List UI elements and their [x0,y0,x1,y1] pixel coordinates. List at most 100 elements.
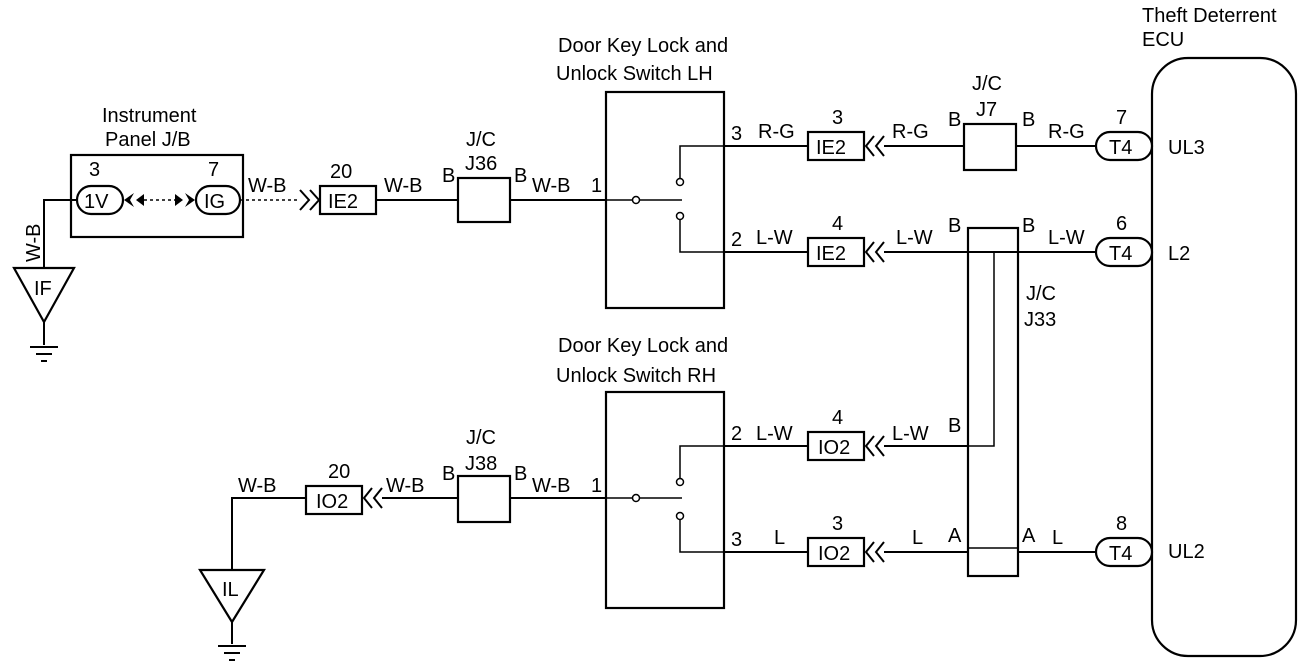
ecu-pin-l2: L2 [1168,243,1190,265]
pin-ig-number: 7 [208,159,219,181]
switch-rh-contact [675,477,685,487]
jc-j7-label-line2: J7 [976,99,997,121]
jc-j7-pin-right: B [1022,109,1035,131]
connector-name: IO2 [818,437,850,459]
ground-il: IL [198,568,266,661]
switch-lh-contact [675,177,685,187]
ecu-pin-ul2: UL2 [1168,541,1205,563]
jc-j7: J/C J7 B B [948,73,1035,172]
switch-rh-title-line1: Door Key Lock and [558,335,728,357]
chevron-right-icon [185,193,195,207]
wire-label-l-mid: L [912,527,923,549]
switch-lh-contact [675,211,685,221]
door-key-lock-switch-lh: Door Key Lock and Unlock Switch LH 3 2 1 [556,35,742,310]
chevron-right-icon [299,189,311,211]
connector-name: T4 [1109,137,1132,159]
connector-ie2-3: 3 IE2 [806,107,866,162]
switch-lh-title-line1: Door Key Lock and [558,35,728,57]
wire-label-wb-io2-out: W-B [386,475,425,497]
jc-j36-pin-right: B [514,165,527,187]
connector-number: 20 [328,461,350,483]
switch-rh-pivot [631,493,641,503]
jc-j33-pin-b: B [1022,215,1035,237]
connector-number: 8 [1116,513,1127,535]
wire-label-wb-ig-out: W-B [248,175,287,197]
chevron-left-icon [874,435,885,457]
instrument-panel-title-line2: Panel J/B [105,129,191,151]
connector-name: IO2 [316,491,348,513]
jc-j33-label-line2: J33 [1024,309,1056,331]
wire-label-wb-vertical: W-B [23,223,45,262]
wire-wb-vertical [43,199,77,268]
jc-j36-label-line2: J36 [465,153,497,175]
wire-label-rg-mid: R-G [892,121,929,143]
connector-number: 4 [832,213,843,235]
jc-j36: J/C J36 B B [442,129,527,224]
jc-j38-label-line1: J/C [466,427,496,449]
switch-lh-title-line2: Unlock Switch LH [556,63,713,85]
wire-label-rg-ecu: R-G [1048,121,1085,143]
wire-label-lw-rh-mid: L-W [892,423,929,445]
connector-t4-7: 7 T4 [1094,107,1154,162]
switch-rh-pin-1: 1 [591,475,602,497]
jc-j7-box [962,122,1018,172]
chevron-left-icon [136,194,144,206]
connector-number: 3 [832,107,843,129]
connector-io2-3: 3 IO2 [806,513,866,568]
switch-rh-internal [679,445,724,478]
connector-name: IO2 [818,543,850,565]
instrument-panel-title-line1: Instrument [102,105,197,127]
connector-oval [1094,130,1154,162]
jc-j33-box [966,226,1020,578]
connector-ie2-4: 4 IE2 [806,213,866,268]
pin-1v-label: 1V [84,191,109,213]
connector-number: 3 [832,513,843,535]
ecu-title-line1: Theft Deterrent [1142,5,1277,27]
connector-box [304,484,364,516]
chevron-left-icon [864,241,875,263]
switch-lh-internal [679,145,724,178]
connector-number: 20 [330,161,352,183]
pin-1v-number: 3 [89,159,100,181]
ecu-title-line2: ECU [1142,29,1184,51]
ground-il-label: IL [222,579,239,601]
wire-label-lw-mid: L-W [896,227,933,249]
door-key-lock-switch-rh: Door Key Lock and Unlock Switch RH 2 1 3 [556,335,742,610]
jc-j38-box [456,474,512,524]
jc-j36-label-line1: J/C [466,129,496,151]
switch-lh-pin-1: 1 [591,175,602,197]
connector-box [806,236,866,268]
chevron-left-icon [864,135,875,157]
wire-wb-il [231,497,306,570]
connector-io2-20: 20 IO2 [304,461,364,516]
connector-name: IE2 [816,137,846,159]
jc-j38: J/C J38 B B [442,427,527,524]
jc-j38-label-line2: J38 [465,453,497,475]
pin-ig-label: IG [204,191,225,213]
switch-rh-internal [679,520,724,553]
wire-label-lw-rh: L-W [756,423,793,445]
instrument-panel-jb: Instrument Panel J/B 3 1V 7 IG [69,105,245,239]
connector-box [806,430,866,462]
wire-label-l-rh: L [774,527,785,549]
connector-name: T4 [1109,243,1132,265]
switch-rh-title-line2: Unlock Switch RH [556,365,716,387]
switch-rh-pin-2: 2 [731,423,742,445]
chevron-right-icon [309,189,321,211]
jc-j33-label-line1: J/C [1026,283,1056,305]
switch-lh-pin-3: 3 [731,123,742,145]
chevron-left-icon [874,541,885,563]
jc-j38-pin-right: B [514,463,527,485]
switch-rh-pin-3: 3 [731,529,742,551]
connector-t4-6: 6 T4 [1094,213,1154,268]
wire-label-lw-ecu: L-W [1048,227,1085,249]
connector-number: 6 [1116,213,1127,235]
wire-label-wb-j38-out: W-B [532,475,571,497]
ground-il-triangle [198,568,266,625]
connector-t4-8: 8 T4 [1094,513,1154,568]
jc-j36-box [456,176,512,224]
connector-box [806,536,866,568]
switch-lh-internal [679,220,724,253]
chevron-left-icon [864,541,875,563]
jc-j36-pin-left: B [442,165,455,187]
